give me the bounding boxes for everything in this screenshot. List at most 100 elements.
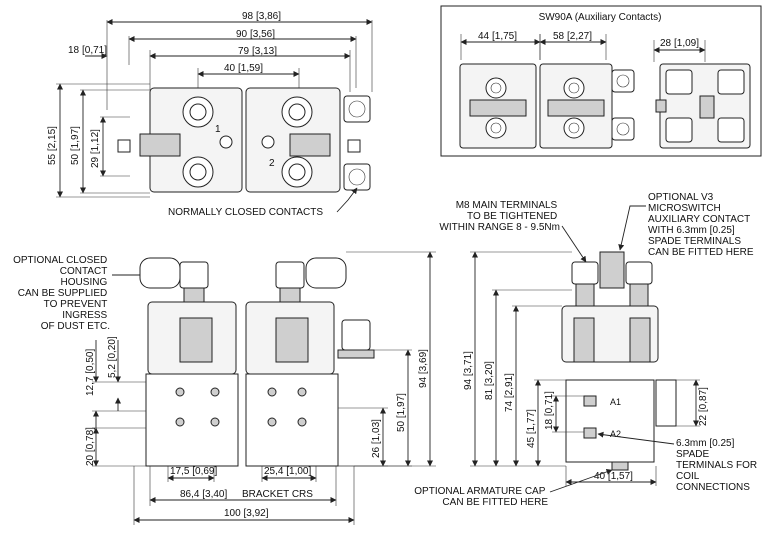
leader [618, 205, 646, 251]
armature-cap [655, 379, 677, 427]
inset-frame [440, 5, 762, 157]
dim-81: 81 [3,20] [484, 361, 495, 400]
terminal-hole [288, 103, 306, 121]
terminal-nut [343, 163, 371, 191]
spade [117, 139, 131, 153]
dim-44-mm: 44 [478, 31, 490, 42]
terminal-nut [571, 261, 599, 285]
terminal-nut [275, 261, 305, 289]
side-terminal [341, 319, 371, 351]
coil-label-a1: A1 [610, 397, 621, 407]
bolt [267, 417, 277, 427]
spade [655, 99, 667, 113]
terminal-hole [490, 82, 502, 94]
housing-cover [305, 257, 347, 289]
dim-58-in: [2,27] [567, 31, 592, 42]
coil-spade [583, 427, 597, 439]
coil-window [179, 317, 213, 363]
terminal [485, 77, 507, 99]
terminal-hole [288, 163, 306, 181]
armature-cap-note: OPTIONAL ARMATURE CAP CAN BE FITTED HERE [414, 486, 548, 508]
microswitch [599, 251, 625, 289]
v3-note: OPTIONAL V3 MICROSWITCH AUXILIARY CONTAC… [648, 192, 754, 258]
dim-90-mm: 90 [236, 29, 248, 40]
spade-note: 6.3mm [0.25] SPADE TERMINALS FOR COIL CO… [676, 438, 760, 493]
terminal-nut [665, 117, 693, 143]
dim-86-4: 86,4 [3,40] [180, 489, 228, 500]
bracket-1 [145, 373, 239, 467]
stud [279, 287, 301, 303]
bolt [210, 387, 220, 397]
terminal-hole [568, 122, 580, 134]
dim-79-in: [3,13] [252, 46, 277, 57]
dim-40-mm: 40 [224, 63, 236, 74]
dim-5-2: 5,2 [0,20] [107, 336, 118, 378]
leader [336, 187, 358, 213]
terminal-nut [611, 69, 635, 93]
dim-79-mm: 79 [238, 46, 250, 57]
leader [549, 469, 613, 493]
dim-44-in: [1,75] [492, 31, 517, 42]
dim-40-in: [1,59] [238, 63, 263, 74]
dim-74: 74 [2,91] [504, 373, 515, 412]
stud [575, 283, 595, 307]
dim-28-mm: 28 [660, 38, 672, 49]
dim-29: 29 [1,12] [90, 129, 101, 168]
terminal [485, 117, 507, 139]
front-view: OPTIONAL CLOSED CONTACT HOUSING CAN BE S… [13, 251, 436, 525]
terminal-hole [490, 122, 502, 134]
stud [629, 283, 649, 307]
terminal-hole [189, 163, 207, 181]
dim-50-front: 50 [1,97] [396, 393, 407, 432]
dim-17-5: 17,5 [0,69] [170, 466, 218, 477]
coil-spade [583, 395, 597, 407]
terminal-hole [348, 100, 366, 118]
base-foot [611, 461, 629, 471]
terminal [563, 117, 585, 139]
spade [347, 139, 361, 153]
terminal-hole [348, 168, 366, 186]
dim-26: 26 [1,03] [371, 419, 382, 458]
terminal-hole [568, 82, 580, 94]
nc-contacts-caption: NORMALLY CLOSED CONTACTS [168, 207, 323, 218]
coil-window [629, 317, 651, 363]
dim-45: 45 [1,77] [526, 409, 537, 448]
dim-94-front: 94 [3,69] [418, 349, 429, 388]
terminal-nut [665, 69, 693, 95]
dim-22: 22 [0,87] [698, 387, 709, 426]
bolt [210, 417, 220, 427]
coil-label-a2: A2 [610, 429, 621, 439]
dim-12-7: 12,7 [0,50] [85, 349, 96, 397]
terminal-hole [189, 103, 207, 121]
dim-40-side: 40 [1,57] [594, 471, 633, 482]
dim-18-in: [0,71] [82, 45, 107, 56]
terminal [563, 77, 585, 99]
terminal-hole [616, 74, 630, 88]
coil-window [573, 317, 595, 363]
unit-label-1: 1 [215, 124, 221, 135]
dim-98-mm: 98 [242, 11, 254, 22]
terminal-hole [616, 122, 630, 136]
bracket-2 [245, 373, 339, 467]
dim-98-in: [3,86] [256, 11, 281, 22]
dim-90-in: [3,56] [250, 29, 275, 40]
bolt [175, 387, 185, 397]
aux-switch [699, 95, 715, 119]
m8-note: M8 MAIN TERMINALS TO BE TIGHTENED WITHIN… [439, 200, 560, 233]
housing-note: OPTIONAL CLOSED CONTACT HOUSING CAN BE S… [13, 255, 110, 332]
coil-window [275, 317, 309, 363]
dim-55: 55 [2,15] [47, 126, 58, 165]
bracket-crs-label: BRACKET CRS [242, 489, 313, 500]
inset-auxiliary-contacts: SW90A (Auxiliary Contacts) 44 [1,75] 58 … [440, 5, 762, 157]
top-view: 98 [3,86] 90 [3,56] 18 [0,71] 79 [3,13] … [47, 11, 373, 218]
leader [561, 225, 587, 263]
bolt [297, 417, 307, 427]
indicator [261, 135, 275, 149]
dim-94-side: 94 [3,71] [463, 351, 474, 390]
terminal-nut [625, 261, 653, 285]
terminal-nut [179, 261, 209, 289]
dim-100: 100 [3,92] [224, 508, 269, 519]
dim-18-side: 18 [0,71] [544, 391, 555, 430]
terminal-nut [717, 117, 745, 143]
